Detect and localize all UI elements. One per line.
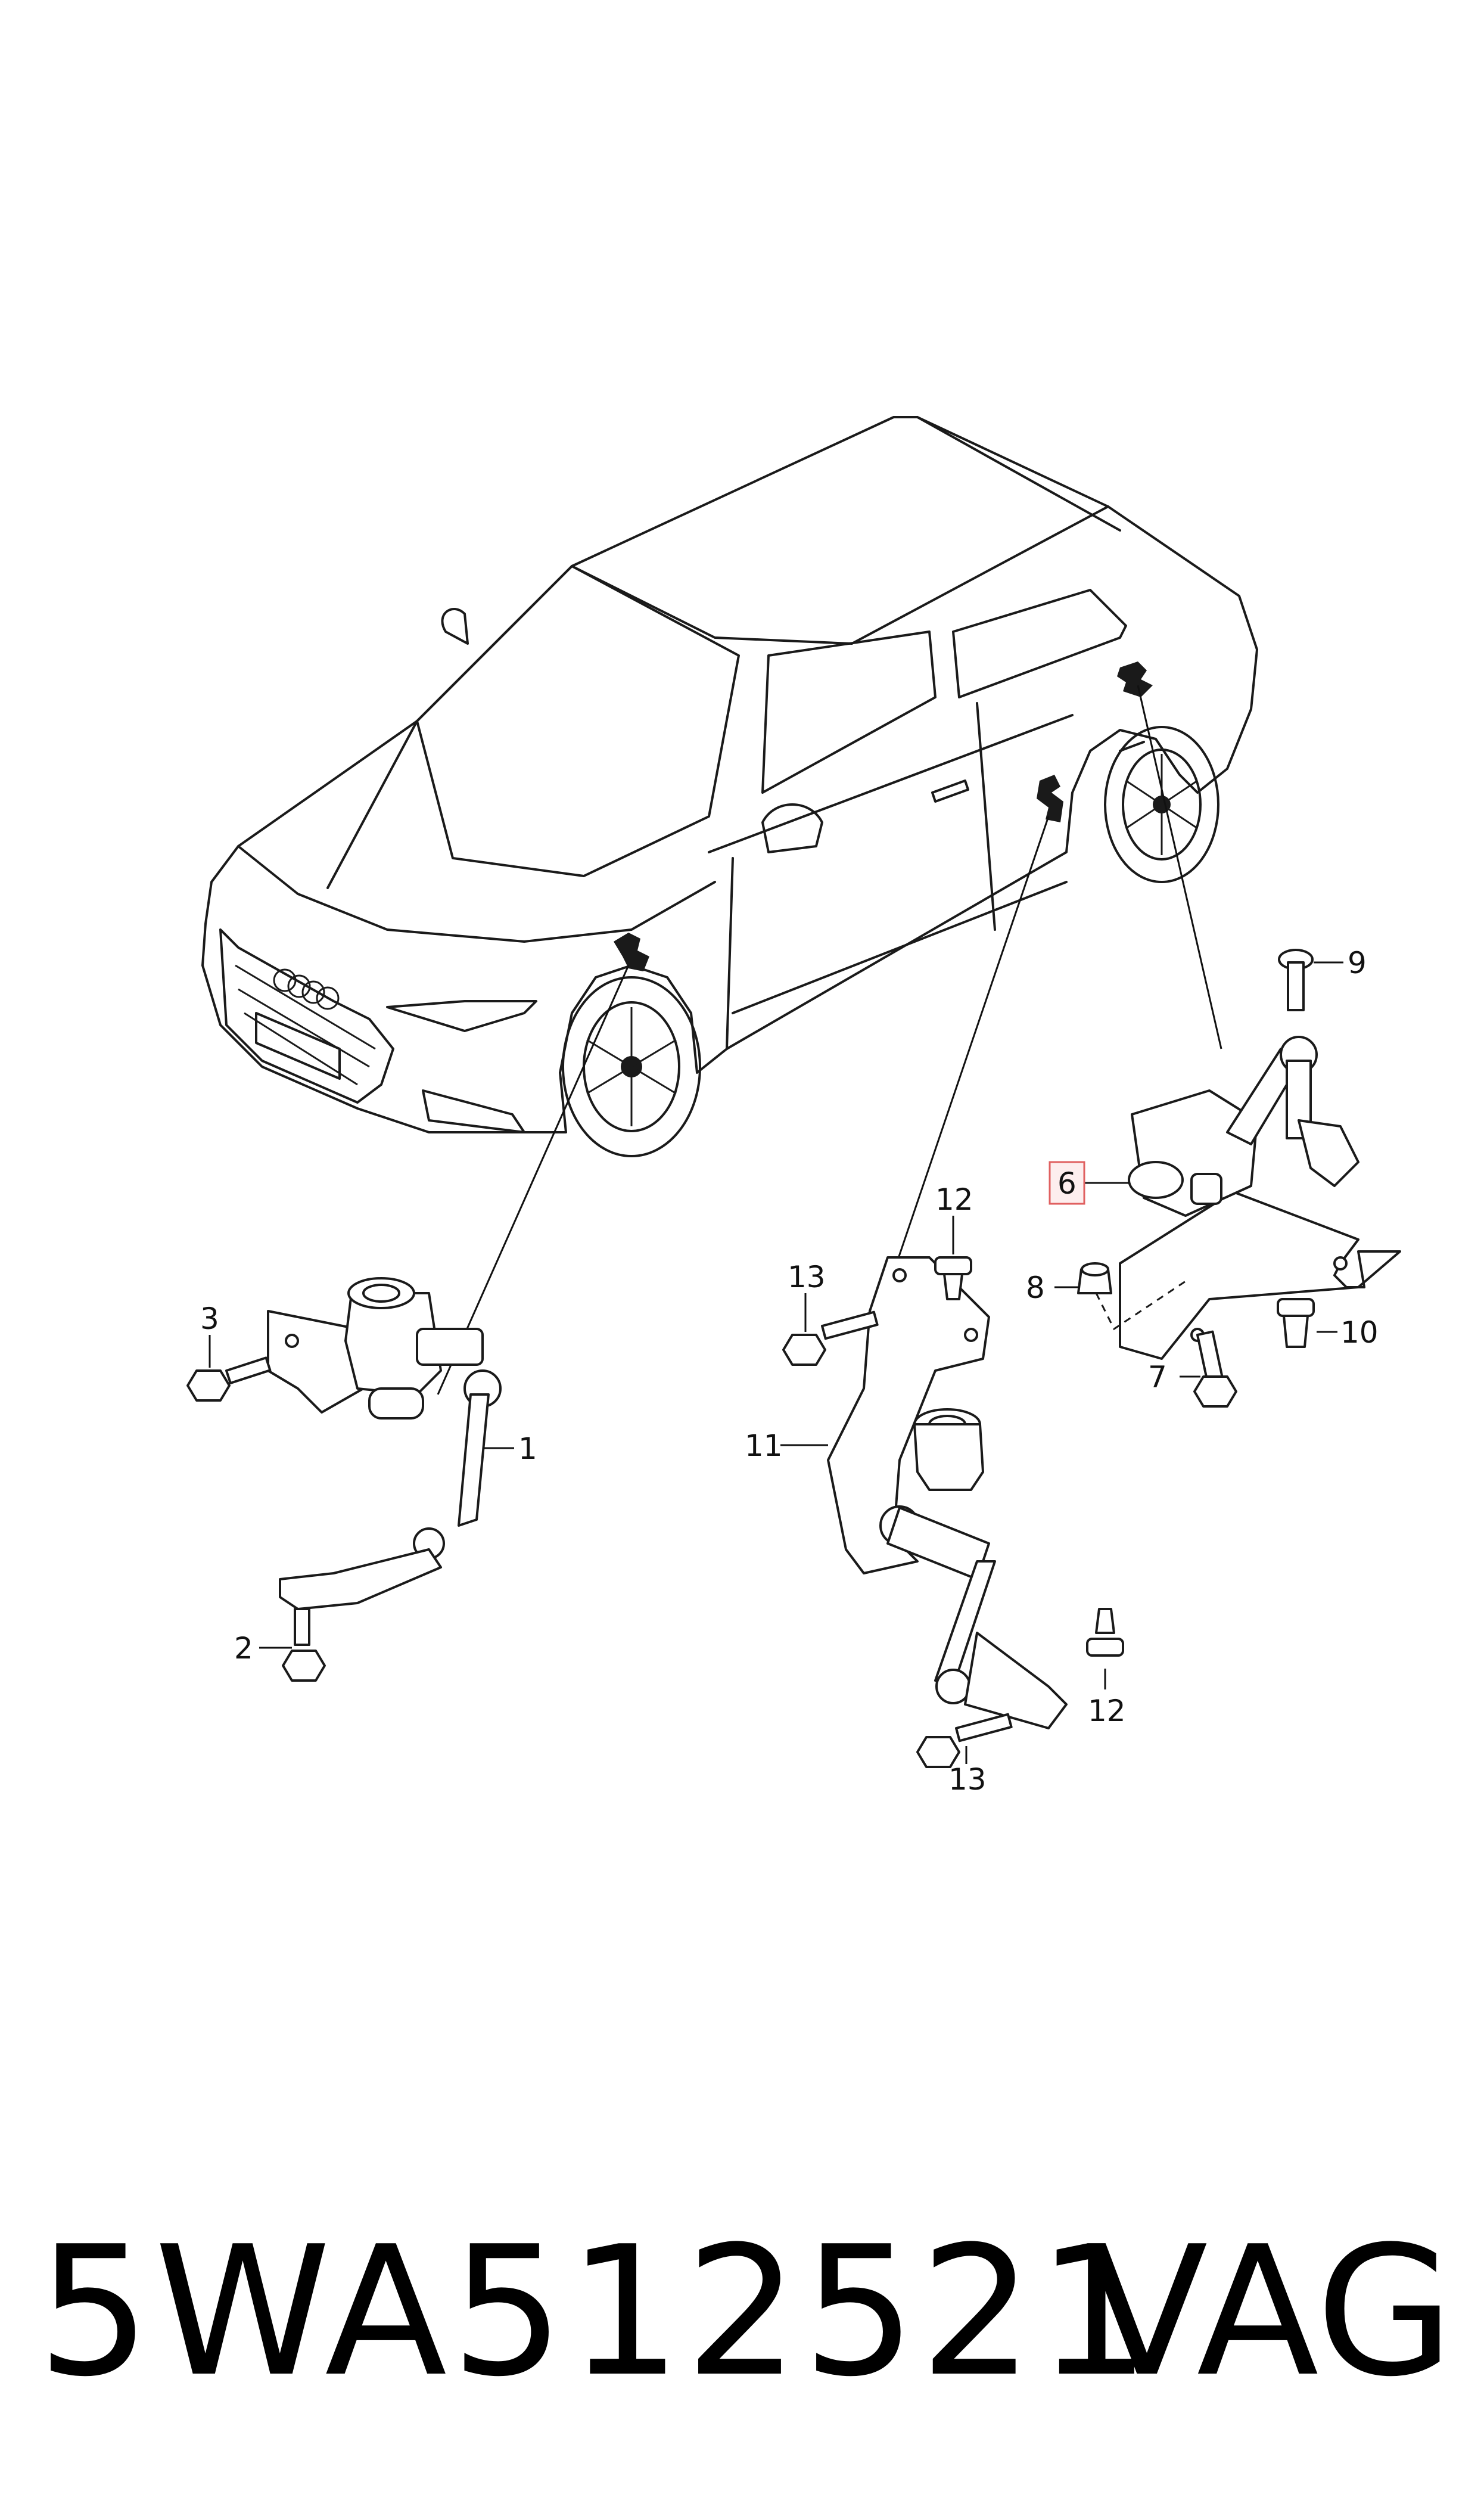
leader-right-sensor: [1137, 685, 1222, 1049]
car-illustration: [201, 416, 1258, 1157]
callout-13-top[interactable]: 13: [788, 1260, 826, 1294]
callout-6-highlight: [1049, 1161, 1085, 1205]
callout-10[interactable]: 10: [1340, 1315, 1379, 1350]
callout-1[interactable]: 1: [518, 1431, 537, 1466]
leader-rear-sensor: [895, 816, 1050, 1264]
brand-name: VAG: [1085, 2208, 1454, 2416]
right-level-sensor-assembly: [1077, 949, 1401, 1408]
callout-2[interactable]: 2: [234, 1631, 253, 1666]
callout-7[interactable]: 7: [1148, 1360, 1167, 1394]
part-number: 5WA512521: [37, 2208, 1155, 2416]
leader-front-sensor: [437, 965, 630, 1395]
callout-3[interactable]: 3: [200, 1302, 219, 1336]
callout-13-bottom[interactable]: 13: [948, 1762, 987, 1797]
callout-11[interactable]: 11: [745, 1428, 783, 1463]
rear-level-sensor-assembly: [782, 1256, 1124, 1768]
callout-12-top[interactable]: 12: [935, 1182, 973, 1217]
callout-8[interactable]: 8: [1026, 1271, 1045, 1305]
front-level-sensor-assembly: [186, 1277, 502, 1682]
callout-12-bottom[interactable]: 12: [1088, 1694, 1126, 1728]
callout-6[interactable]: 6: [1057, 1166, 1077, 1201]
callout-9[interactable]: 9: [1348, 946, 1367, 980]
